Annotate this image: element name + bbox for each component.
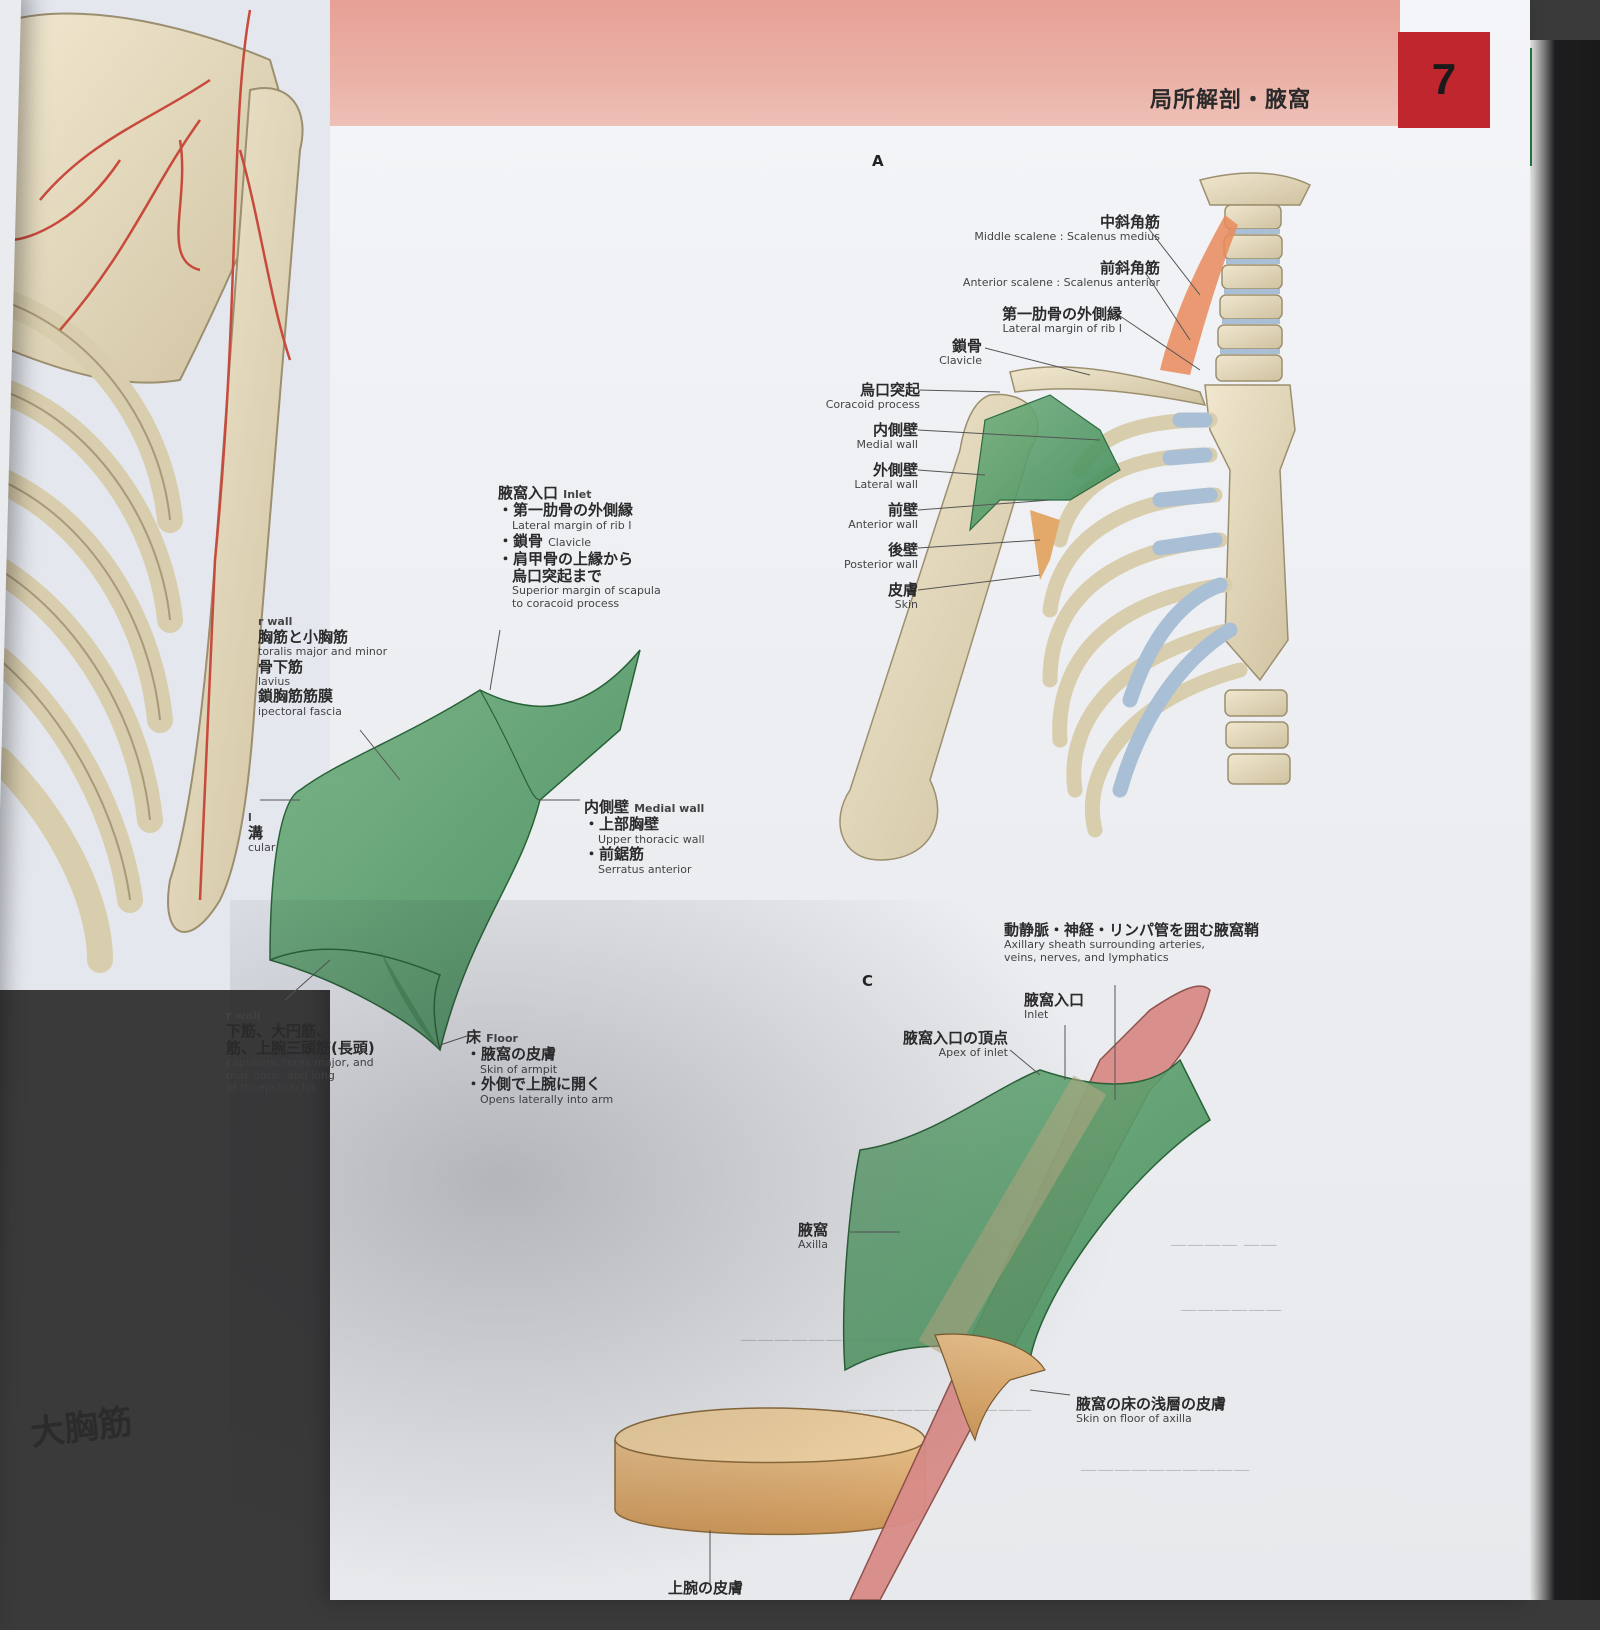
left-ribcage-illustration xyxy=(0,0,330,990)
label-anterior-wall-b: r wall 胸筋と小胸筋 toralis major and minor 骨下… xyxy=(258,615,388,718)
label-posterior-wall-b: r wall 下筋、大円筋、 筋、上腕三頭筋(長頭) capularis, te… xyxy=(226,1009,375,1095)
label-skin-floor-axilla: 腋窩の床の浅層の皮膚 Skin on floor of axilla xyxy=(1076,1395,1227,1426)
label-lateral-wall-b: l 溝 cular xyxy=(248,811,276,854)
label-axilla: 腋窩 Axilla xyxy=(798,1221,829,1252)
label-arm-skin: 上腕の皮膚 xyxy=(668,1579,744,1597)
label-inlet-block: 腋窩入口 Inlet ・第一肋骨の外側縁 Lateral margin of r… xyxy=(498,484,661,610)
bleed-through-text: —————— xyxy=(1180,1300,1282,1320)
label-axillary-sheath: 動静脈・神経・リンパ管を囲む腋窩鞘 Axillary sheath surrou… xyxy=(1004,921,1260,964)
panel-c-axillary-sheath xyxy=(614,985,1211,1600)
panel-letter-c: C xyxy=(862,972,874,990)
chapter-number: 7 xyxy=(1431,55,1457,104)
panel-letter-a: A xyxy=(872,152,884,170)
label-inlet-c: 腋窩入口 Inlet xyxy=(1024,991,1085,1022)
label-floor-b: 床 Floor ・腋窩の皮膚 Skin of armpit ・外側で上腕に開く … xyxy=(466,1028,614,1106)
label-apex-of-inlet: 腋窩入口の頂点 Apex of inlet xyxy=(902,1029,1008,1060)
label-medial-wall-b: 内側壁 Medial wall ・上部胸壁 Upper thoracic wal… xyxy=(584,798,705,876)
left-page-margin-char: ト xyxy=(4,1204,24,1228)
bleed-through-text: —————————— xyxy=(1080,1460,1250,1480)
chapter-number-box: 7 xyxy=(1398,32,1490,128)
chapter-header-band xyxy=(330,0,1400,126)
bleed-through-text: ———— —— xyxy=(1170,1235,1278,1255)
chapter-section-title: 局所解剖・腋窩 xyxy=(1150,88,1312,113)
panel-b-axilla-diagram xyxy=(260,629,641,1052)
panel-a-skeleton xyxy=(839,172,1312,861)
